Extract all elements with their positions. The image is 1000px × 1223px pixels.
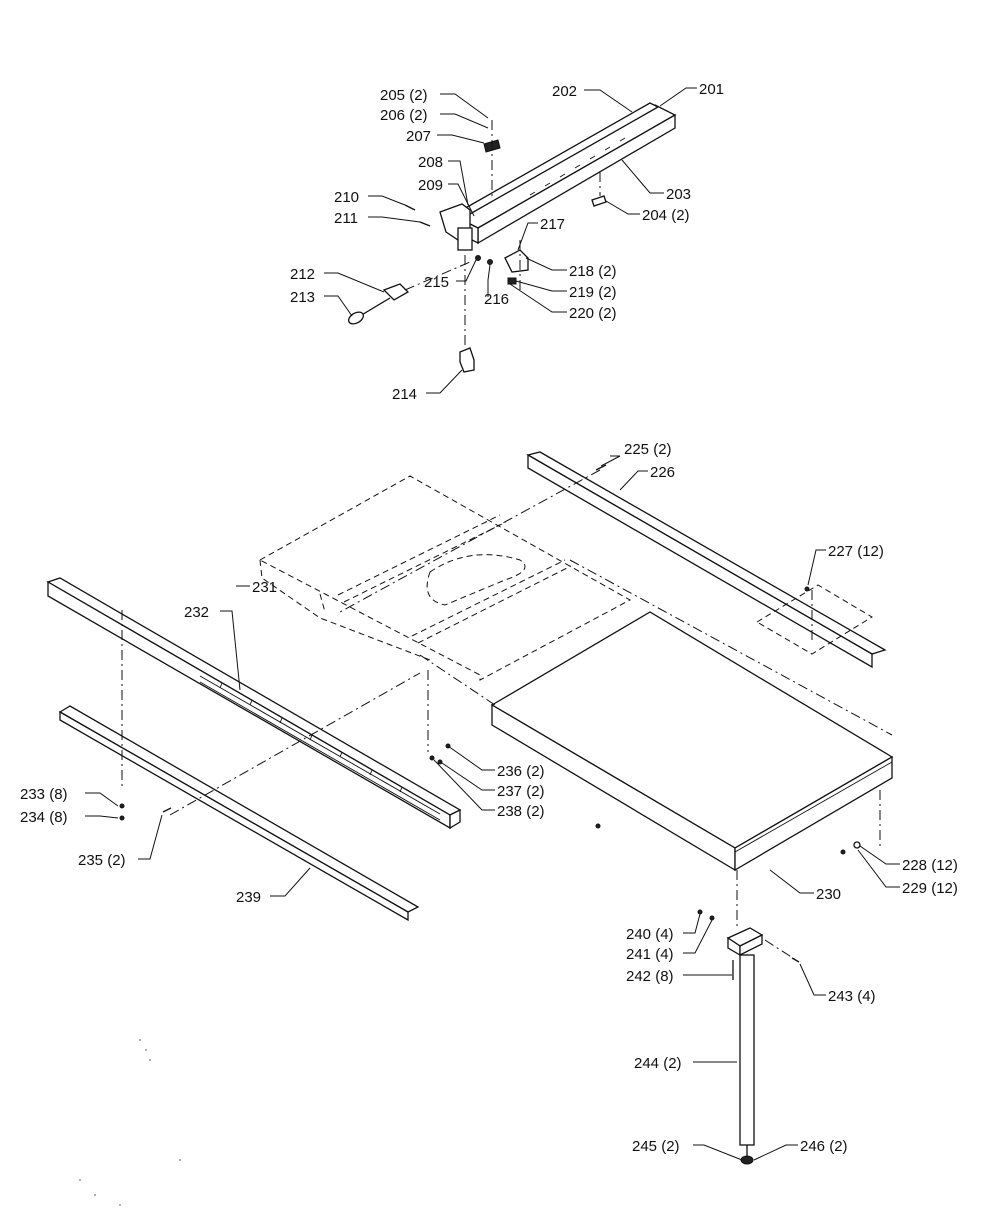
leveler-foot-245 [740,1155,754,1165]
washer-241 [709,915,715,921]
label-205: 205 (2) [380,87,428,104]
rear-rail-flange [527,453,873,669]
label-225: 225 (2) [624,441,672,458]
hole-230 [595,823,601,829]
lock-214 [459,347,475,373]
leader-lines [85,87,900,1161]
leg-bracket-side [739,933,763,957]
label-219: 219 (2) [569,284,617,301]
angle-top [58,705,420,913]
screw-233 [119,803,125,809]
label-231: 231 [252,579,277,596]
saw-table-outline [258,475,632,681]
label-201: 201 [699,81,724,98]
bracket-217 [504,249,529,273]
screw-210 [404,204,416,211]
label-228: 228 (12) [902,857,958,874]
label-220: 220 (2) [569,305,617,322]
hardware [119,464,861,980]
label-218: 218 (2) [569,263,617,280]
front-rail-top [46,577,462,816]
extension-table-230 [490,611,894,872]
bolt-235 [162,807,172,813]
part-204 [591,195,607,207]
label-242: 242 (8) [626,968,674,985]
label-233: 233 (8) [20,786,68,803]
label-241: 241 (4) [626,946,674,963]
label-240: 240 (4) [626,926,674,943]
label-206: 206 (2) [380,107,428,124]
nut-240 [697,909,703,915]
label-209: 209 [418,177,443,194]
label-214: 214 [392,386,417,403]
screw-228 [840,849,846,855]
part-labels: 205 (2) 206 (2) 207 202 201 203 204 (2) … [20,81,958,1155]
label-216: 216 [484,291,509,308]
handle-shaft [359,297,391,317]
label-246: 246 (2) [800,1138,848,1155]
blade-slot [426,554,526,606]
front-rail-end [449,808,461,830]
screw-243 [791,957,800,963]
label-244: 244 (2) [634,1055,682,1072]
washer-229 [853,841,861,849]
washer-237 [437,759,443,765]
label-215: 215 [424,274,449,291]
fence-face-202 [460,102,660,215]
screw-225 [595,464,607,471]
part-215 [475,255,481,261]
label-234: 234 (8) [20,809,68,826]
label-245: 245 (2) [632,1138,680,1155]
scale-232 [199,675,441,815]
angle-face [59,710,409,922]
part-219 [507,277,517,285]
label-208: 208 [418,154,443,171]
nut-234 [119,815,125,821]
label-238: 238 (2) [497,803,545,820]
screw-227 [804,586,810,592]
fence-head-block [457,227,473,251]
leg-assembly-244 [726,870,797,1165]
label-204: 204 (2) [642,207,690,224]
label-212: 212 [290,266,315,283]
cam-212 [382,283,410,301]
fence-scale-marks [529,137,626,196]
label-213: 213 [290,289,315,306]
front-angle-239 [58,705,420,922]
fence-assembly [347,102,677,373]
front-rail-231 [46,577,462,830]
part-216 [487,259,493,265]
label-226: 226 [650,464,675,481]
handle-knob-213 [347,311,365,325]
label-243: 243 (4) [828,988,876,1005]
label-230: 230 [816,886,841,903]
rear-rail-extension-outline [756,584,873,655]
rear-rail-226 [526,451,887,669]
label-232: 232 [184,604,209,621]
label-210: 210 [334,189,359,206]
label-239: 239 [236,889,261,906]
label-207: 207 [406,128,431,145]
label-203: 203 [666,186,691,203]
label-236: 236 (2) [497,763,545,780]
assembly-centerlines [121,469,893,850]
label-202: 202 [552,83,577,100]
label-237: 237 (2) [497,783,545,800]
label-235: 235 (2) [78,852,126,869]
screw-211 [419,221,431,227]
label-211: 211 [334,210,358,227]
label-217: 217 [540,216,565,233]
label-227: 227 (12) [828,543,884,560]
leg-tube [739,954,755,1146]
scale-marks-232 [219,682,403,793]
extension-side [734,755,893,872]
scan-specks [79,1039,181,1206]
screw-236 [429,755,435,761]
label-229: 229 (12) [902,880,958,897]
